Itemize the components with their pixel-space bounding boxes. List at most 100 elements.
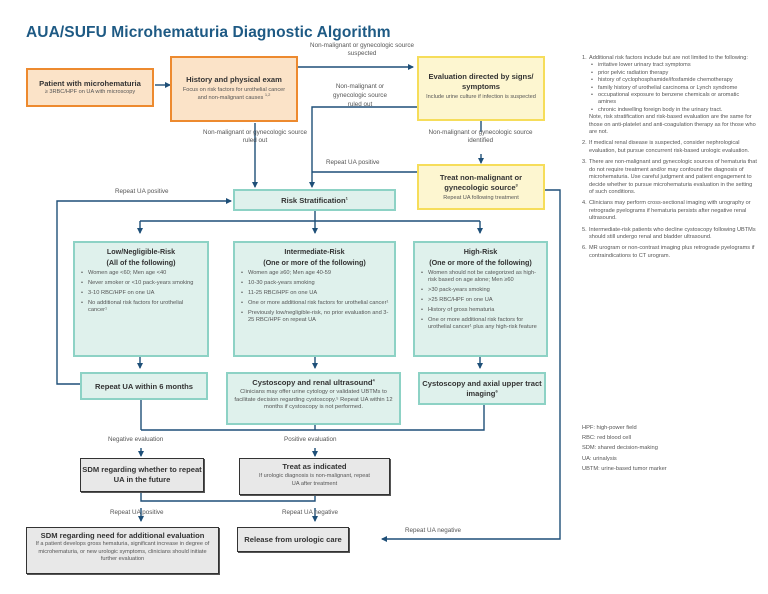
footnote: 5.Intermediate-risk patients who decline… [582, 227, 758, 242]
edge-repeat-risk [56, 198, 232, 385]
footnote-note: Note, risk stratification and risk-based… [589, 114, 756, 136]
low-risk-criterion: Women age <60; Men age <40 [81, 270, 203, 278]
node-sdm-repeat-title: SDM regarding whether to repeat UA in th… [82, 465, 202, 484]
label-negative-evaluation: Negative evaluation [108, 436, 164, 443]
footnote-text: Intermediate-risk patients who decline c… [589, 226, 756, 240]
node-treat-as-indicated-subtitle: If urologic diagnosis is non-malignant, … [258, 473, 370, 487]
low-risk-criterion: Never smoker or <10 pack-years smoking [81, 280, 203, 288]
node-evaluation-subtitle: Include urine culture if infection is su… [426, 94, 536, 100]
label-ruled-out-down: Non-malignant or gynecologic source rule… [203, 129, 307, 144]
abbreviation: UBTM: urine-based tumor marker [582, 465, 667, 472]
node-low-risk-title: Low/Negligible-Risk [106, 247, 176, 256]
label-repeat-negative-right: Repeat UA negative [405, 527, 462, 534]
label-suspected: Non-malignant or gynecologic source susp… [310, 42, 414, 57]
footnote-number: 5. [582, 226, 587, 233]
footnote: 1.Additional risk factors include but ar… [582, 55, 758, 136]
footnote: 2.If medical renal disease is suspected,… [582, 140, 758, 155]
node-treat-nonmalignant-subtitle: Repeat UA following treatment [443, 195, 519, 201]
node-intermediate-risk-title: Intermediate-Risk [284, 247, 345, 256]
footnote-number: 6. [582, 245, 587, 252]
abbreviation: RBC: red blood cell [582, 435, 631, 442]
footnote-text: Additional risk factors include but are … [589, 55, 748, 61]
node-cystoscopy-axial: Cystoscopy and axial upper tract imaging… [418, 372, 546, 405]
footnote: 4.Clinicians may perform cross-sectional… [582, 200, 758, 222]
abbreviation: UA: urinalysis [582, 455, 617, 462]
label-ruled-out-right: Non-malignant or gynecologic source rule… [333, 83, 387, 108]
edge-treat-release [381, 189, 561, 542]
node-cystoscopy-axial-title: Cystoscopy and axial upper tract imaging… [422, 379, 542, 398]
node-intermediate-risk: Intermediate-Risk (One or more of the fo… [233, 241, 396, 357]
page-title: AUA/SUFU Microhematuria Diagnostic Algor… [26, 24, 391, 41]
label-repeat-positive-left: Repeat UA positive [115, 188, 169, 195]
node-repeat-ua-title: Repeat UA within 6 months [94, 382, 194, 391]
node-history-subtitle: Focus on risk factors for urothelial can… [182, 87, 286, 101]
node-cystoscopy-renal: Cystoscopy and renal ultrasound4 Clinici… [226, 372, 401, 425]
node-treat-nonmalignant: Treat non-malignant or gynecologic sourc… [417, 164, 545, 210]
footnote-bullet: family history of urothelial carcinoma o… [591, 85, 758, 93]
label-identified: Non-malignant or gynecologic source iden… [428, 129, 533, 144]
node-patient: Patient with microhematuria ≥ 3RBC/HPF o… [26, 68, 154, 107]
footnote-number: 4. [582, 200, 587, 207]
high-risk-criterion: History of gross hematuria [421, 307, 542, 315]
footnote-text: There are non-malignant and gynecologic … [589, 159, 757, 195]
label-repeat-positive-top: Repeat UA positive [326, 159, 380, 166]
footnote-bullets: irritative lower urinary tract symptomsp… [589, 62, 758, 114]
node-evaluation: Evaluation directed by signs/ symptoms I… [417, 56, 545, 121]
label-repeat-negative-bottom: Repeat UA negative [282, 509, 339, 516]
abbreviation: HPF: high-power field [582, 425, 637, 431]
node-intermediate-risk-subtitle: (One or more of the following) [263, 258, 366, 267]
label-repeat-positive-bottom: Repeat UA positive [110, 509, 164, 516]
intermediate-risk-criterion: Women age ≥60; Men age 40-59 [241, 270, 390, 278]
footnote-bullet: prior pelvic radiation therapy [591, 70, 758, 78]
node-treat-as-indicated: Treat as indicated If urologic diagnosis… [239, 458, 390, 495]
high-risk-criterion: One or more additional risk factors for … [421, 317, 542, 332]
node-release-title: Release from urologic care [244, 535, 342, 544]
low-risk-criterion: 3-10 RBC/HPF on one UA [81, 290, 203, 298]
intermediate-risk-criterion: 10-30 pack-years smoking [241, 280, 390, 288]
footnote-bullet: irritative lower urinary tract symptoms [591, 62, 758, 70]
edge-sdm-treat-merge [140, 492, 316, 502]
label-positive-evaluation: Positive evaluation [284, 436, 337, 443]
node-low-risk: Low/Negligible-Risk (All of the followin… [73, 241, 209, 357]
node-repeat-ua: Repeat UA within 6 months [80, 372, 208, 400]
node-patient-title: Patient with microhematuria [39, 79, 141, 88]
high-risk-criterion: Women should not be categorized as high-… [421, 270, 542, 285]
node-history: History and physical exam Focus on risk … [170, 56, 298, 122]
node-patient-subtitle: ≥ 3RBC/HPF on UA with microscopy [44, 89, 136, 95]
node-cystoscopy-renal-subtitle: Clinicians may offer urine cytology or v… [234, 389, 393, 411]
node-treat-as-indicated-title: Treat as indicated [282, 462, 347, 471]
node-high-risk-subtitle: (One or more of the following) [429, 258, 532, 267]
footnote-text: MR urogram or non-contrast imaging plus … [589, 245, 755, 259]
node-high-risk-criteria: Women should not be categorized as high-… [415, 270, 546, 332]
node-sdm-additional: SDM regarding need for additional evalua… [26, 527, 219, 574]
high-risk-criterion: >30 pack-years smoking [421, 287, 542, 295]
node-sdm-additional-subtitle: If a patient develops gross hematuria, s… [35, 541, 210, 562]
edge-evaluation-risk [309, 106, 417, 188]
node-sdm-additional-title: SDM regarding need for additional evalua… [40, 531, 205, 540]
footnote-number: 1. [582, 55, 587, 61]
node-low-risk-criteria: Women age <60; Men age <40Never smoker o… [75, 270, 207, 315]
footnote: 6.MR urogram or non-contrast imaging plu… [582, 245, 758, 260]
node-risk-stratification: Risk Stratification1 [233, 189, 396, 211]
footnote-bullet: history of cyclophosphamide/ifosfamide c… [591, 77, 758, 85]
intermediate-risk-criterion: 11-25 RBC/HPF on one UA [241, 290, 390, 298]
high-risk-criterion: >25 RBC/HPF on one UA [421, 297, 542, 305]
node-sdm-repeat: SDM regarding whether to repeat UA in th… [80, 458, 204, 492]
node-high-risk-title: High-Risk [463, 247, 498, 256]
footnote: 3.There are non-malignant and gynecologi… [582, 159, 758, 196]
abbreviation: SDM: shared decision-making [582, 445, 658, 452]
node-treat-nonmalignant-title: Treat non-malignant or gynecologic sourc… [439, 173, 523, 192]
footnote-bullet: chronic indwelling foreign body in the u… [591, 107, 758, 115]
footnotes-list: 1.Additional risk factors include but ar… [582, 55, 758, 260]
intermediate-risk-criterion: Previously low/negligible-risk, no prior… [241, 310, 390, 325]
footnotes: 1.Additional risk factors include but ar… [582, 55, 758, 264]
node-release: Release from urologic care [237, 527, 349, 552]
footnote-bullet: occupational exposure to benzene chemica… [591, 92, 758, 107]
node-high-risk: High-Risk (One or more of the following)… [413, 241, 548, 357]
node-intermediate-risk-criteria: Women age ≥60; Men age 40-59 10-30 pack-y… [235, 270, 394, 324]
intermediate-risk-criterion: One or more additional risk factors for … [241, 300, 390, 308]
footnote-text: Clinicians may perform cross-sectional i… [589, 200, 751, 222]
node-evaluation-title: Evaluation directed by signs/ symptoms [428, 72, 534, 91]
low-risk-criterion: No additional risk factors for urothelia… [81, 300, 203, 315]
